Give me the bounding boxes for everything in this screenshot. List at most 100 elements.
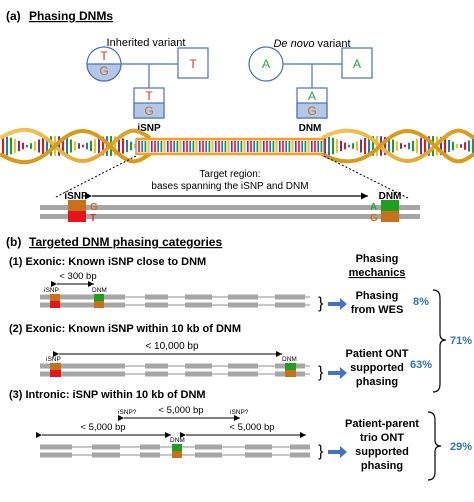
father-denovo-allele: A xyxy=(353,57,361,71)
cat3-mech-4: phasing xyxy=(361,460,403,472)
cat1-distance: < 300 bp xyxy=(59,271,96,282)
cat2-strands xyxy=(40,363,310,377)
cat1-brace: } xyxy=(318,295,324,312)
exon-block xyxy=(195,452,222,458)
exon-block xyxy=(40,302,125,308)
child-inherited-bottom: G xyxy=(144,104,153,118)
exon-block xyxy=(245,444,272,450)
exon-block xyxy=(228,363,258,369)
denovo-italic: De novo xyxy=(273,38,314,50)
panel-b-title: Targeted DNM phasing categories xyxy=(29,235,222,249)
zoom-isnp-bottom: T xyxy=(90,213,96,224)
father-inherited-allele: T xyxy=(189,57,197,71)
zoom-isnp-bottom-box xyxy=(68,211,86,222)
cat1-arrow xyxy=(328,298,347,310)
cat1-isnp: iSNP xyxy=(44,287,59,294)
cat3-isnp-left: iSNP? xyxy=(118,409,137,416)
exon-block xyxy=(40,452,72,458)
exon-block xyxy=(145,363,168,369)
cat3-bracket xyxy=(427,411,442,481)
exon-block xyxy=(245,452,272,458)
child-inherited-top: T xyxy=(145,89,153,103)
mother-denovo-allele: A xyxy=(262,57,270,71)
exon-block xyxy=(290,444,310,450)
exon-block xyxy=(40,444,72,450)
cat2-brace: } xyxy=(318,364,324,381)
father-inherited xyxy=(177,47,209,79)
mechanics-header-2: mechanics xyxy=(349,267,406,279)
cat2-distance: < 10,000 bp xyxy=(145,341,199,352)
exon-block xyxy=(195,444,222,450)
zoom-dnm-bottom-box xyxy=(381,211,399,222)
cat2-mech-3: phasing xyxy=(356,376,398,388)
cat3-brace: } xyxy=(318,443,324,460)
zoom-isnp-top-box xyxy=(68,200,86,211)
zoom-dnm-bottom: G xyxy=(370,213,378,224)
cat2-title: (2) Exonic: Known iSNP within 10 kb of D… xyxy=(9,323,241,335)
target-region-line1: Target region: xyxy=(199,169,260,180)
cat3-mech-1: Patient-parent xyxy=(345,418,419,430)
exon-block xyxy=(145,371,168,377)
panel-b-label: (b) xyxy=(6,235,21,249)
cat3-distance-top: < 5,000 bp xyxy=(158,405,203,416)
cat3-title: (3) Intronic: iSNP within 10 kb of DNM xyxy=(9,389,206,401)
exon-block xyxy=(228,371,258,377)
child-denovo-top: A xyxy=(308,89,316,103)
exon-block xyxy=(140,452,160,458)
zoom-isnp-label: iSNP xyxy=(64,191,88,202)
isnp-label-dna: iSNP xyxy=(137,123,161,134)
exon-block xyxy=(228,302,258,308)
cat3-isnp-right: iSNP? xyxy=(230,409,249,416)
exon-block xyxy=(40,363,125,369)
cat2-dnm: DNM xyxy=(282,356,297,363)
zoom-dnm-label: DNM xyxy=(379,191,402,202)
cat3-mech-3: supported xyxy=(355,446,409,458)
cat3-arrow xyxy=(328,446,347,458)
cat2-isnp: iSNP xyxy=(46,356,61,363)
zoom-strands: iSNP DNM G T A G xyxy=(40,191,420,224)
category-2: (2) Exonic: Known iSNP within 10 kb of D… xyxy=(9,323,432,388)
cat3-distance-right: < 5,000 bp xyxy=(229,422,274,433)
category-3: (3) Intronic: iSNP within 10 kb of DNM i… xyxy=(9,389,472,481)
exon-block xyxy=(185,371,212,377)
cat2-arrow xyxy=(328,367,347,379)
exon-block xyxy=(145,294,168,300)
dna-helix xyxy=(0,127,474,165)
cat3-pct: 29% xyxy=(450,441,472,453)
cat2-pct: 63% xyxy=(410,359,432,371)
exon-block xyxy=(290,452,310,458)
exon-block xyxy=(228,294,258,300)
mother-inherited-bottom: G xyxy=(99,64,108,78)
child-denovo-bottom: G xyxy=(307,104,316,118)
exon-block xyxy=(40,371,125,377)
category-1: (1) Exonic: Known iSNP close to DNM < 30… xyxy=(9,256,429,316)
exon-block xyxy=(275,294,305,300)
cat3-distance-left: < 5,000 bp xyxy=(80,422,125,433)
denovo-rest: variant xyxy=(314,38,350,50)
combined-pct: 71% xyxy=(450,335,472,347)
cat1-pct: 8% xyxy=(413,296,429,308)
mother-inherited-top: T xyxy=(100,49,108,63)
exon-block xyxy=(92,444,120,450)
dna-middle-rungs xyxy=(138,141,323,152)
cat1-mech-1: Phasing xyxy=(356,290,399,302)
denovo-pedigree: A A A G xyxy=(248,46,373,119)
zoom-dnm-top: A xyxy=(370,202,377,213)
exon-block xyxy=(140,444,160,450)
cat1-dnm: DNM xyxy=(92,287,107,294)
panel-a-title: Phasing DNMs xyxy=(29,9,113,23)
mechanics-header-1: Phasing xyxy=(356,253,399,265)
cat2-mech-1: Patient ONT xyxy=(346,348,409,360)
exon-block xyxy=(185,294,212,300)
exon-block xyxy=(145,302,168,308)
exon-block xyxy=(185,363,212,369)
cat1-strands xyxy=(40,294,310,308)
combined-bracket xyxy=(432,289,447,393)
cat1-mech-2: from WES xyxy=(351,304,404,316)
panel-a-label: (a) xyxy=(6,9,21,23)
zoom-isnp-top: G xyxy=(90,202,98,213)
cat3-mech-2: trio ONT xyxy=(360,432,404,444)
exon-block xyxy=(275,302,305,308)
cat3-dnm: DNM xyxy=(170,437,185,444)
